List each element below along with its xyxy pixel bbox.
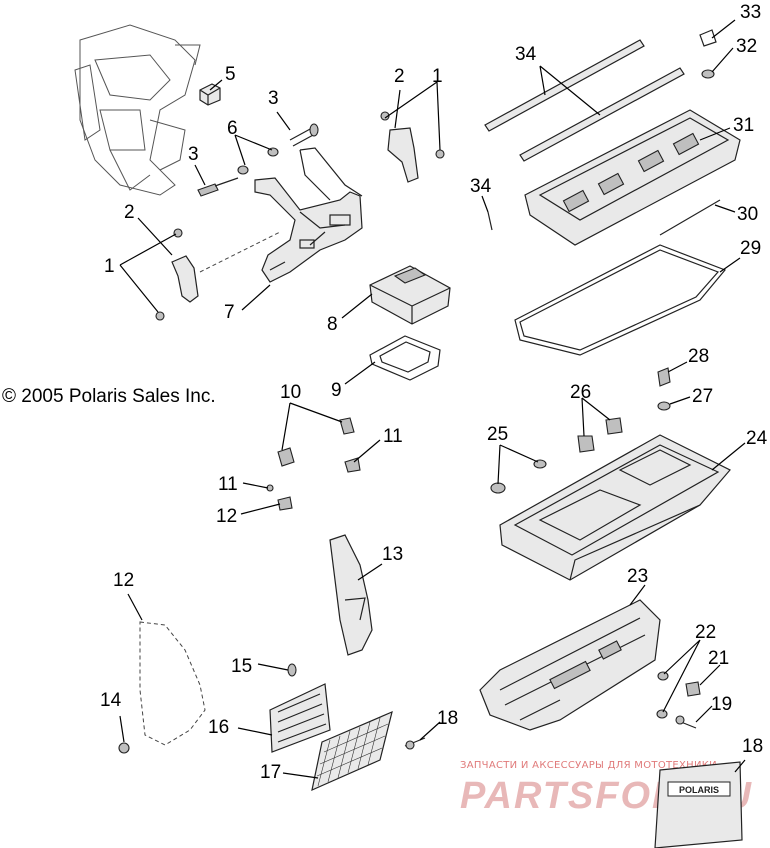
- part-12-side-panel-left: [139, 621, 206, 746]
- callout-20: 21: [708, 648, 729, 669]
- part-11-fasteners: [266, 457, 361, 511]
- callout-labels: 5 6 3 3 2 1 7 2 1 8 9 10 11 11 12 13 12 …: [100, 2, 768, 783]
- part-23-tub: [499, 434, 731, 581]
- callout-23: 24: [746, 428, 768, 449]
- part-22-bumper: [479, 599, 661, 731]
- callout-1-left: 1: [104, 256, 115, 277]
- decal-text: POLARIS: [679, 785, 719, 795]
- part-25-grommets: [577, 417, 623, 453]
- part-31-plug: [701, 69, 715, 79]
- callout-32: 33: [740, 2, 761, 23]
- part-13-screw: [118, 742, 130, 754]
- part-17-screw: [404, 737, 426, 750]
- callout-30: 31: [733, 115, 754, 136]
- callout-8: 9: [331, 380, 342, 401]
- part-2-bracket-left: [155, 228, 281, 321]
- callout-10: 11: [218, 474, 238, 495]
- part-5-washers: [237, 147, 279, 175]
- callout-3-left: 3: [188, 144, 199, 165]
- callout-11-upper: 11: [383, 426, 403, 447]
- part-19-bolt: [675, 715, 697, 729]
- part-30-tray: [524, 109, 741, 246]
- part-12-side-panel-right: [329, 534, 373, 656]
- callout-15: 16: [208, 717, 229, 738]
- callout-26: 27: [692, 386, 713, 407]
- callout-33: 34: [515, 44, 537, 65]
- callout-2-left: 2: [124, 202, 135, 223]
- callout-4: 5: [225, 64, 236, 85]
- callout-24: 25: [487, 424, 508, 445]
- part-4-block: [199, 83, 221, 106]
- callout-29: 30: [737, 204, 758, 225]
- callout-12-right: 13: [382, 544, 403, 565]
- callout-27: 28: [688, 346, 709, 367]
- part-32-clip: [699, 29, 717, 47]
- callout-28: 29: [740, 238, 761, 259]
- callout-31: 32: [736, 36, 757, 57]
- callout-18: 18: [742, 736, 763, 757]
- callout-25: 26: [570, 382, 591, 403]
- part-29-rod: [659, 199, 721, 236]
- part-28-seal: [514, 244, 726, 356]
- part-27-bolt: [657, 367, 671, 387]
- part-20-nut: [685, 681, 701, 697]
- callout-16: 17: [260, 762, 281, 783]
- part-16-mesh: [311, 710, 393, 792]
- part-7-module: [369, 265, 451, 325]
- part-15-grille-frame: [269, 683, 331, 753]
- callout-12-left: 12: [113, 570, 134, 591]
- callout-14: 15: [231, 656, 252, 677]
- callout-2-right: 2: [394, 66, 405, 87]
- part-3-bolt-right: [289, 123, 319, 147]
- callout-17: 18: [437, 708, 458, 729]
- part-34-pin: [487, 211, 493, 231]
- callout-13: 14: [100, 690, 122, 711]
- callout-3-right: 3: [268, 88, 279, 109]
- watermark-line-1: ЗАПЧАСТИ И АКСЕССУАРЫ ДЛЯ МОТОТЕХНИКИ: [460, 760, 717, 771]
- part-9-clips: [277, 417, 355, 467]
- leader-lines: [119, 19, 746, 779]
- part-14-screw: [287, 663, 297, 677]
- callout-9: 10: [280, 382, 301, 403]
- part-3-bolt-left: [197, 177, 239, 197]
- callout-7: 8: [327, 314, 338, 335]
- callout-19: 19: [711, 694, 732, 715]
- callout-11-lower: 12: [216, 506, 237, 527]
- callout-21: 22: [695, 622, 716, 643]
- copyright-notice: © 2005 Polaris Sales Inc.: [2, 386, 216, 407]
- callout-6: 7: [224, 302, 235, 323]
- callout-5: 6: [227, 118, 238, 139]
- part-6-bracket: [254, 147, 363, 283]
- part-8-gasket: [369, 335, 441, 381]
- callout-22: 23: [627, 566, 648, 587]
- part-21-washers: [656, 671, 669, 719]
- part-26-washer: [657, 401, 671, 411]
- frame-sketch: [74, 24, 201, 196]
- part-2-bracket-right: [380, 111, 445, 183]
- part-18-decal: POLARIS: [654, 761, 743, 848]
- callout-34: 34: [470, 176, 492, 197]
- callout-1-right: 1: [432, 66, 443, 87]
